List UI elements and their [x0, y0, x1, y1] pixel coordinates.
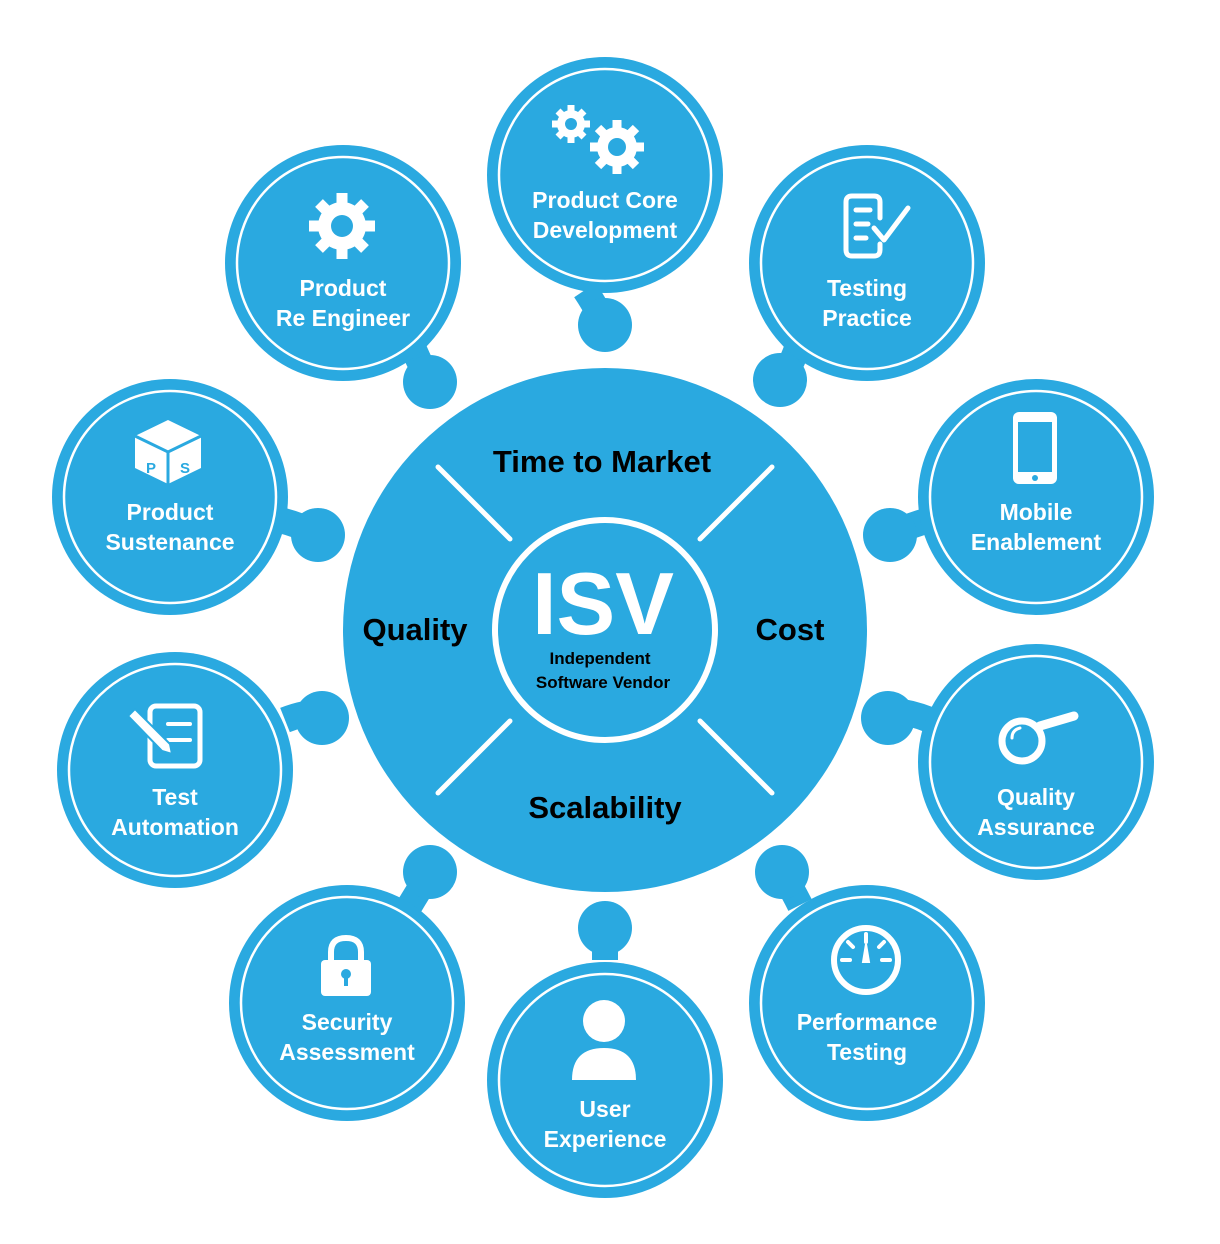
- label-mobile-enablement-2: Enablement: [971, 529, 1102, 555]
- ps-cube-icon: P S: [134, 420, 202, 484]
- gear-icon: [309, 193, 375, 259]
- bubble-user-experience: User Experience: [487, 962, 723, 1198]
- label-test-automation-1: Test: [152, 784, 198, 810]
- bubble-product-re-engineer: Product Re Engineer: [225, 145, 461, 381]
- connector-performance-testing: [755, 845, 812, 911]
- label-quality-assurance-1: Quality: [997, 784, 1075, 810]
- label-product-core-development-1: Product Core: [532, 187, 678, 213]
- dimension-right: Cost: [756, 612, 825, 647]
- bubble-product-core-development: Product Core Development: [487, 57, 723, 293]
- label-security-assessment-2: Assessment: [279, 1039, 415, 1065]
- svg-text:P: P: [146, 460, 156, 477]
- label-user-experience-1: User: [579, 1096, 630, 1122]
- magnifier-icon: [998, 711, 1079, 765]
- dimension-bottom: Scalability: [528, 790, 682, 825]
- svg-text:S: S: [180, 460, 190, 477]
- service-bubbles: Product Core Development Testing Practic…: [52, 57, 1154, 1198]
- label-mobile-enablement-1: Mobile: [1000, 499, 1073, 525]
- dimension-left: Quality: [362, 612, 468, 647]
- central-hub: ISV Independent Software Vendor Time to …: [343, 368, 867, 892]
- bubble-security-assessment: Security Assessment: [229, 885, 465, 1121]
- connector-quality-assurance: [861, 691, 935, 745]
- label-product-sustenance-2: Sustenance: [105, 529, 234, 555]
- isv-subtitle-line2: Software Vendor: [536, 673, 671, 692]
- label-product-sustenance-1: Product: [127, 499, 214, 525]
- dimension-top: Time to Market: [493, 444, 711, 479]
- bubble-performance-testing: Performance Testing: [749, 885, 985, 1121]
- label-product-core-development-2: Development: [533, 217, 678, 243]
- padlock-icon: [321, 934, 371, 996]
- bubble-quality-assurance: Quality Assurance: [918, 644, 1154, 880]
- checklist-icon: [843, 193, 911, 259]
- isv-core-ring: [492, 517, 718, 743]
- connector-security-assessment: [398, 845, 457, 912]
- label-testing-practice-1: Testing: [827, 275, 907, 301]
- user-icon: [572, 1000, 636, 1080]
- label-security-assessment-1: Security: [302, 1009, 393, 1035]
- gears-icon: [552, 105, 644, 174]
- label-performance-testing-2: Testing: [827, 1039, 907, 1065]
- isv-acronym: ISV: [532, 554, 674, 653]
- bubble-mobile-enablement: Mobile Enablement: [918, 379, 1154, 615]
- pencil-document-icon: [126, 703, 203, 769]
- label-performance-testing-1: Performance: [797, 1009, 938, 1035]
- connector-product-core-development: [574, 282, 632, 352]
- isv-subtitle-line1: Independent: [549, 649, 650, 668]
- bubble-product-sustenance: P S Product Sustenance: [52, 379, 288, 615]
- gauge-icon: [831, 925, 901, 995]
- mobile-phone-icon: [1013, 412, 1057, 484]
- bubble-test-automation: Test Automation: [57, 652, 293, 888]
- hub-dividers: [435, 464, 775, 796]
- label-testing-practice-2: Practice: [822, 305, 912, 331]
- connector-product-sustenance: [276, 507, 345, 562]
- label-product-re-engineer-1: Product: [300, 275, 387, 301]
- label-user-experience-2: Experience: [544, 1126, 667, 1152]
- label-product-re-engineer-2: Re Engineer: [276, 305, 410, 331]
- label-test-automation-2: Automation: [111, 814, 239, 840]
- connector-test-automation: [280, 691, 349, 745]
- connectors: [276, 282, 935, 960]
- label-quality-assurance-2: Assurance: [977, 814, 1095, 840]
- connector-user-experience: [578, 901, 632, 960]
- bubble-testing-practice: Testing Practice: [749, 145, 985, 381]
